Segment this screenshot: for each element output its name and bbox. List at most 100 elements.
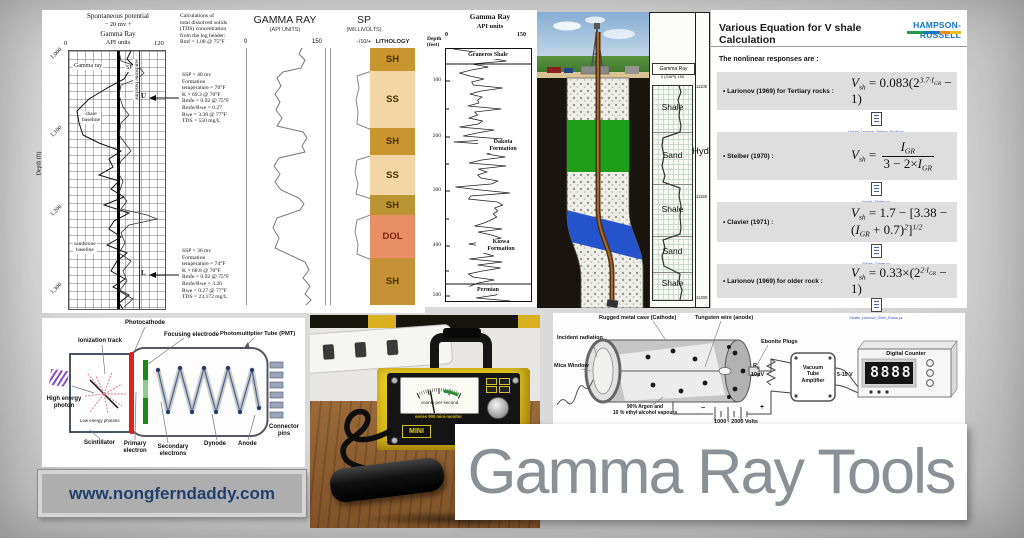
litho-layer: SH (370, 48, 415, 71)
formation-log-title: Gamma Ray (469, 12, 511, 21)
strip-depth-value: 11200 (696, 295, 708, 300)
formation-scale-min: 0 (445, 32, 448, 38)
cathode-case-label: Rugged metal case (Cathode) (599, 315, 677, 321)
coiled-cable-graphic (340, 408, 393, 475)
document-icon (870, 244, 882, 258)
photocathode-label: Photocathode (125, 320, 165, 326)
document-icon (870, 182, 882, 196)
brand-badge: MINI (402, 425, 431, 438)
digital-counter-label: Digital Counter (886, 351, 926, 357)
formation-log-subtitle: API units (476, 23, 504, 30)
battery-minus: − (701, 405, 706, 412)
depth-value: 1,100 (49, 124, 64, 139)
equation-formula: Vsh = 1.7 − [3.38 − (IGR + 0.7)2]1/2 (851, 205, 948, 239)
indicator-light (486, 378, 497, 385)
sandstone-baseline-annotation: sandstone baseline (73, 241, 97, 254)
gr-scale-max: 120 (154, 40, 164, 47)
pmt-diagram-panel: Photocathode Ionization track Focusing e… (42, 318, 305, 467)
equation-formula: Vsh = 0.33×(22·IGR − 1) (851, 264, 947, 297)
tungsten-wire-label: Tungsten wire (anode) (695, 315, 754, 321)
banner-text: Gamma Ray Tools (467, 437, 956, 507)
battery-volts-label: 1000 - 2000 Volts (714, 419, 758, 425)
marker-l-arrow (149, 272, 179, 278)
incident-radiation-label: Incident radiation (557, 335, 603, 341)
focusing-electrode-label: Focusing electrode (164, 332, 220, 338)
litho-layer: SH (370, 258, 415, 305)
analog-meter-window: counts per second (400, 377, 479, 414)
formation-log-box: Graneros Shale Dakota Formation Kiowa Fo… (445, 48, 532, 302)
sp-scale: -/10/+ (356, 39, 372, 45)
tds-calc-lower: SSP = 36 mv Formation temperature = 74°F… (182, 248, 230, 301)
strip-grid: Shale Sand Shale Sand Shale (652, 85, 693, 301)
pmt-graphic (69, 326, 284, 444)
high-energy-photon-label: High energy photon (46, 396, 82, 410)
gamma-log-strip: Gamma Ray 0 (GAPI) 150 Shale Sand Shale … (649, 12, 710, 308)
website-badge: www.nongferndaddy.com (37, 469, 307, 518)
sandstone-baseline-annotation-vertical: sandstone baseline (133, 59, 140, 101)
screw-icon (512, 377, 519, 384)
ionization-track-label: Ionization track (78, 338, 123, 344)
screw-icon (391, 437, 398, 444)
strip-log-title: Gamma Ray (652, 63, 695, 75)
amplifier-label: Vacuum Tube Amplifier (801, 365, 825, 384)
formation-scale-max: 150 (517, 32, 526, 38)
marker-l: L (141, 269, 146, 277)
indicator-light (486, 386, 497, 393)
indicator-light (499, 378, 510, 385)
dynode-label: Dynode (204, 441, 227, 447)
litho-layer: SS (370, 71, 415, 128)
equation-label: • Steiber (1970) : (723, 152, 774, 160)
shale-baseline-annotation: shale baseline (81, 111, 102, 124)
sandstone-baseline-line (139, 51, 140, 309)
depth-axis-label: Depth (ft) (36, 151, 43, 176)
lithology-column: SH SS SH SS SH DOL SH (370, 48, 415, 305)
zone-label: Shale (661, 102, 684, 112)
litho-layer: SH (370, 128, 415, 155)
primary-electron-label: Primary electron (123, 441, 147, 455)
gr-header-line2: API units (105, 39, 131, 46)
scintillator-label: Scintillator (84, 440, 116, 446)
log-curves-graphic (76, 51, 159, 309)
sp-gamma-log-panel: Spontaneous potential − 20 mv + Gamma Ra… (36, 10, 238, 313)
website-url: www.nongferndaddy.com (69, 484, 275, 503)
gr-scale-min: 0 (244, 39, 248, 45)
sp-header-line2: − 20 mv + (104, 21, 132, 28)
vshale-equations-panel: Various Equation for V shale Calculation… (710, 10, 967, 320)
strip-curve-graphic (661, 86, 683, 300)
depth-value: 400 (432, 242, 441, 248)
high-energy-photon-icon (48, 368, 70, 388)
depth-value: 100 (432, 77, 441, 83)
document-icon (870, 298, 882, 312)
zone-label: Shale (661, 204, 684, 214)
hydrocarbon-label-truncated: Hyd (692, 146, 709, 157)
zone-label: Shale (661, 278, 684, 288)
document-icon (870, 112, 882, 126)
equation-label: • Larionov (1969) for Tertiary rocks : (723, 87, 834, 95)
meter-handle-grip (443, 328, 481, 338)
secondary-electrons-label: Secondary electrons (157, 444, 189, 458)
indicator-light (499, 386, 510, 393)
battery-plus: + (760, 404, 765, 411)
litho-layer: DOL (370, 215, 415, 258)
hampson-russell-logo: HAMPSON-RUSSELL (913, 20, 961, 41)
graneros-shale-label: Graneros Shale (454, 52, 522, 60)
bench-edge (310, 315, 540, 328)
litho-layer: SH (370, 195, 415, 215)
equations-intro: The nonlinear responses are : (719, 56, 819, 63)
depth-value: 200 (432, 133, 441, 139)
equation-row-clavier: • Clavier (1971) : Vsh = 1.7 − [3.38 − (… (717, 202, 957, 242)
formation-curve-graphic (446, 49, 531, 301)
meter-units-label: counts per second (420, 400, 459, 405)
counter-digits: 8888 (870, 363, 913, 381)
zone-label: Sand (662, 150, 683, 160)
sp-shale-baseline-line (117, 51, 120, 309)
gamma-ray-annotation: Gamma ray (73, 63, 104, 71)
strip-depth-value: 11100 (696, 84, 708, 89)
load-resistor-label: RL (753, 363, 760, 371)
supply-voltage-label: 5-15 V (837, 372, 853, 378)
ebonite-plugs-label: Ebonite Plugs (761, 339, 798, 345)
equation-file-caption: Vshale_Larionov_Older_Rocks.ps (849, 316, 903, 320)
formation-log-panel: Gamma Ray API units 0 150 Depth (feet) 1… (425, 10, 537, 307)
wellsite-graphic (537, 12, 649, 308)
